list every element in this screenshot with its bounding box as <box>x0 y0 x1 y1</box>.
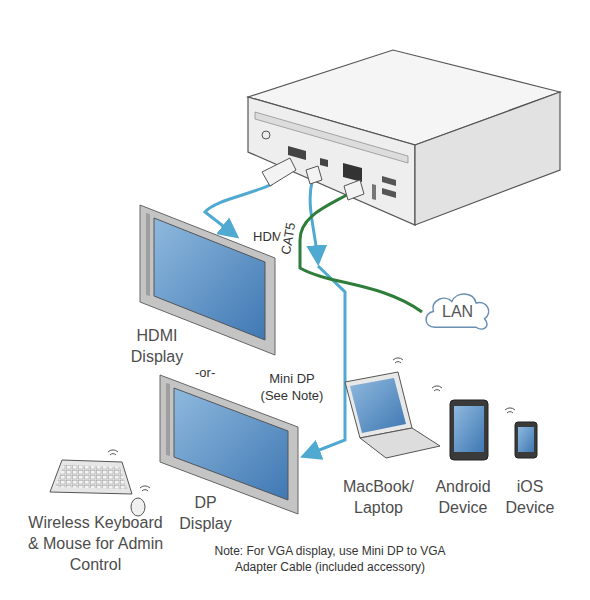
android-tablet <box>432 386 488 460</box>
keyboard-mouse <box>50 450 150 516</box>
dp-display-part <box>166 383 170 456</box>
controller-box-part <box>382 176 396 186</box>
cat5-cable-part <box>300 192 422 312</box>
keyboard-mouse-part <box>140 486 150 491</box>
device-label: Android Device <box>428 476 498 518</box>
hdmi-display-part <box>146 213 150 296</box>
lan-cloud: LAN <box>422 290 493 333</box>
controller-box-part <box>382 188 396 198</box>
device-label: MacBook/ Laptop <box>336 476 421 518</box>
controller-box-part <box>320 158 328 167</box>
laptop-part <box>360 428 440 458</box>
device-name: MacBook/ Laptop <box>336 476 421 518</box>
mini-dp-cable-part <box>306 166 322 184</box>
controller-box-part <box>343 163 362 182</box>
controller-box <box>248 50 560 225</box>
dp-display-part <box>174 388 288 500</box>
hdmi-cable-part <box>262 158 296 186</box>
mini-dp-cable-part <box>304 266 345 456</box>
laptop-part <box>350 378 406 433</box>
device-name: Android Device <box>428 476 498 518</box>
device-name: iOS Device <box>500 476 560 518</box>
controller-box-part <box>248 97 415 225</box>
ios-phone <box>505 408 537 458</box>
display-label: DP Display <box>168 492 243 534</box>
note-text: Note: For VGA display, use Mini DP to VG… <box>195 543 465 575</box>
mini-dp-cable <box>304 166 345 456</box>
display-label: HDMI Display <box>117 325 197 367</box>
cat5-cable <box>300 180 422 312</box>
cat5-cable-part <box>344 180 364 200</box>
controller-box-part <box>288 146 306 160</box>
device-name: DP Display <box>168 492 243 534</box>
device-name: HDMI Display <box>117 325 197 367</box>
android-tablet-part <box>432 386 442 391</box>
laptop-part <box>345 372 412 438</box>
android-tablet-part <box>450 400 488 460</box>
separator-text: -or- <box>195 364 215 381</box>
keyboard-mouse-part <box>55 465 127 489</box>
ios-phone-part <box>518 427 534 452</box>
network-name: LAN <box>442 301 473 322</box>
mini-dp-cable-part <box>310 182 318 262</box>
controller-box-part <box>372 184 376 200</box>
signal-name: CAT5 <box>277 219 300 258</box>
ios-phone-part <box>505 408 515 413</box>
android-tablet-part <box>454 406 484 452</box>
laptop <box>345 358 440 458</box>
ios-phone-part <box>515 422 537 458</box>
controller-box-part <box>415 92 560 225</box>
hdmi-display-part <box>154 218 265 340</box>
keyboard-mouse-part <box>131 498 145 516</box>
keyboard-mouse-part <box>108 450 118 455</box>
device-label: Wireless Keyboard & Mouse for Admin Cont… <box>23 512 168 575</box>
device-label: iOS Device <box>500 476 560 518</box>
signal-name: Mini DP (See Note) <box>254 370 330 404</box>
controller-box-part <box>262 131 270 139</box>
cloud-outline <box>426 294 489 329</box>
keyboard-mouse-part <box>50 460 132 494</box>
laptop-part <box>393 358 403 363</box>
controller-box-part <box>255 112 408 163</box>
device-name: Wireless Keyboard & Mouse for Admin Cont… <box>23 512 168 575</box>
